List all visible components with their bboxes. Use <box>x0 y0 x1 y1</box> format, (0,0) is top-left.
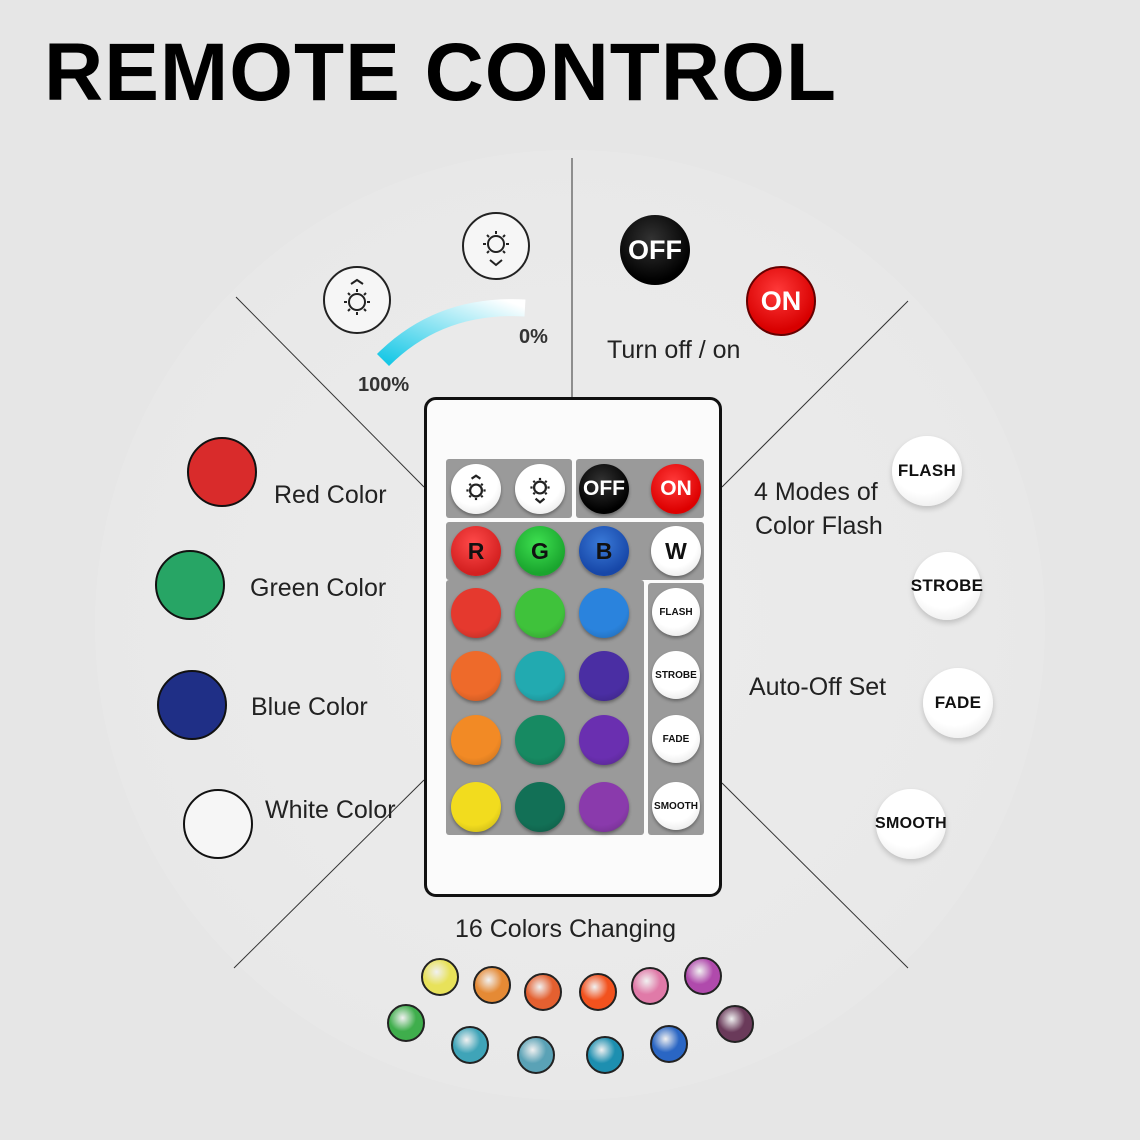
color-swatch <box>421 958 459 996</box>
color-swatch <box>579 973 617 1011</box>
auto-off-caption: Auto-Off Set <box>749 673 887 701</box>
power-caption: Turn off / on <box>607 336 741 364</box>
color-swatch <box>473 966 511 1004</box>
color-swatch <box>716 1005 754 1043</box>
remote-color-button[interactable] <box>515 651 565 701</box>
green-color-label: Green Color <box>250 574 387 602</box>
page-title: REMOTE CONTROL <box>44 27 837 118</box>
remote-color-button[interactable] <box>515 782 565 832</box>
remote-color-button[interactable] <box>451 651 501 701</box>
remote-color-button[interactable] <box>451 782 501 832</box>
white-color-label: White Color <box>265 796 396 824</box>
remote-control: OFF ON R G B W FLASH STROBE FADE SMOOTH <box>424 397 722 897</box>
flash-mode-illustration: FLASH <box>892 436 962 506</box>
remote-brightness-down-button[interactable] <box>515 464 565 514</box>
color-swatch <box>684 957 722 995</box>
brightness-max-label: 100% <box>358 374 410 396</box>
remote-fade-button[interactable]: FADE <box>652 715 700 763</box>
brightness-arc <box>376 299 526 367</box>
color-swatch <box>517 1036 555 1074</box>
remote-color-button[interactable] <box>579 715 629 765</box>
on-button-illustration: ON <box>746 266 816 336</box>
remote-color-button[interactable] <box>579 782 629 832</box>
green-swatch <box>155 550 225 620</box>
modes-caption-line2: Color Flash <box>755 512 883 540</box>
remote-flash-button[interactable]: FLASH <box>652 588 700 636</box>
color-swatch <box>387 1004 425 1042</box>
color-swatch <box>586 1036 624 1074</box>
color-swatch <box>650 1025 688 1063</box>
modes-caption-line1: 4 Modes of <box>754 478 878 506</box>
remote-red-button[interactable]: R <box>451 526 501 576</box>
brightness-up-icon <box>323 266 391 334</box>
remote-color-button[interactable] <box>579 651 629 701</box>
color-swatch <box>631 967 669 1005</box>
blue-swatch <box>157 670 227 740</box>
remote-color-button[interactable] <box>451 715 501 765</box>
remote-blue-button[interactable]: B <box>579 526 629 576</box>
red-color-label: Red Color <box>274 481 387 509</box>
fade-mode-illustration: FADE <box>923 668 993 738</box>
brightness-up-icon <box>466 474 486 501</box>
remote-strobe-button[interactable]: STROBE <box>652 651 700 699</box>
color-swatch <box>451 1026 489 1064</box>
remote-color-button[interactable] <box>515 715 565 765</box>
remote-off-button[interactable]: OFF <box>579 464 629 514</box>
remote-color-button[interactable] <box>515 588 565 638</box>
remote-color-button[interactable] <box>451 588 501 638</box>
sixteen-colors-caption: 16 Colors Changing <box>455 915 676 943</box>
brightness-down-icon <box>462 212 530 280</box>
remote-on-button[interactable]: ON <box>651 464 701 514</box>
remote-smooth-button[interactable]: SMOOTH <box>652 782 700 830</box>
white-swatch <box>183 789 253 859</box>
color-swatch <box>524 973 562 1011</box>
smooth-mode-illustration: SMOOTH <box>875 789 947 859</box>
blue-color-label: Blue Color <box>251 693 368 721</box>
brightness-min-label: 0% <box>519 326 548 348</box>
off-button-illustration: OFF <box>620 215 690 285</box>
remote-white-button[interactable]: W <box>651 526 701 576</box>
remote-green-button[interactable]: G <box>515 526 565 576</box>
brightness-down-icon <box>530 477 550 504</box>
remote-brightness-up-button[interactable] <box>451 464 501 514</box>
strobe-mode-illustration: STROBE <box>911 552 983 620</box>
red-swatch <box>187 437 257 507</box>
remote-color-button[interactable] <box>579 588 629 638</box>
